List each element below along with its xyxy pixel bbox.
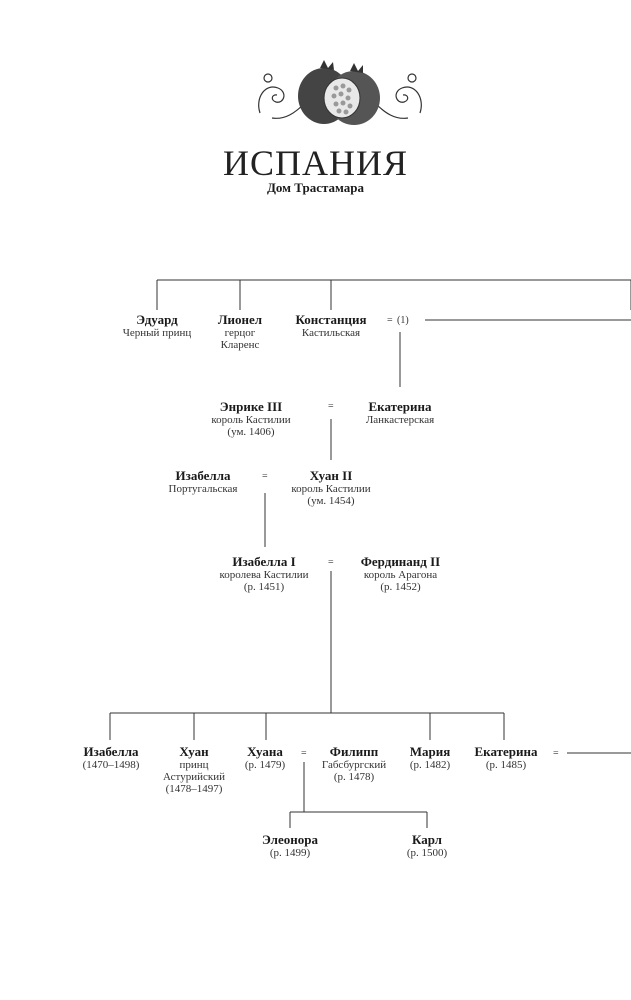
person-karl: Карл (р. 1500) [392, 832, 462, 859]
person-isabella-portugal: Изабелла Португальская [153, 468, 253, 495]
person-name: Констанция [295, 312, 367, 327]
person-name: Карл [412, 832, 442, 847]
person-eleonora: Элеонора (р. 1499) [245, 832, 335, 859]
page-subtitle: Дом Трастамара [266, 180, 365, 195]
person-name: Екатерина [368, 399, 432, 414]
person-name: Фердинанд II [360, 554, 441, 569]
person-name: Лионел [217, 312, 263, 327]
marriage-sign: = [387, 315, 393, 326]
person-name: Хуана [247, 744, 283, 759]
marriage-sign: = [262, 471, 268, 482]
person-maria: Мария (р. 1482) [398, 744, 462, 771]
person-name: Элеонора [262, 832, 318, 847]
person-name: Екатерина [474, 744, 538, 759]
person-enrique-iii: Энрике III король Кастилии (ум. 1406) [196, 399, 306, 438]
person-name: Изабелла I [232, 554, 296, 569]
person-name: Хуан [179, 744, 209, 759]
person-name: Энрике III [219, 399, 283, 414]
marriage-note: (1) [397, 315, 409, 326]
pomegranate-emblem-icon [258, 60, 422, 125]
marriage-sign: = [328, 401, 334, 412]
person-lionel: Лионел герцог Кларенс [195, 312, 285, 351]
person-ekaterina-child: Екатерина (р. 1485) [463, 744, 549, 771]
marriage-sign: = [553, 748, 559, 759]
person-name: Изабелла [175, 468, 231, 483]
person-juana: Хуана (р. 1479) [232, 744, 298, 771]
person-name: Изабелла [83, 744, 139, 759]
person-isabella-i: Изабелла I королева Кастилии (р. 1451) [204, 554, 324, 593]
page-title: ИСПАНИЯ [222, 143, 408, 183]
person-constance: Констанция Кастильская [281, 312, 381, 339]
person-ferdinand-ii: Фердинанд II король Арагона (р. 1452) [343, 554, 458, 593]
person-ekaterina-lancaster: Екатерина Ланкастерская [350, 399, 450, 426]
person-name: Эдуард [136, 312, 178, 327]
marriage-sign: = [328, 557, 334, 568]
person-name: Мария [409, 744, 451, 759]
marriage-sign: = [301, 748, 307, 759]
person-philipp: Филипп Габсбургский (р. 1478) [313, 744, 395, 783]
person-eduard: Эдуард Черный принц [107, 312, 207, 339]
person-name: Хуан II [309, 468, 353, 483]
person-juan-ii: Хуан II король Кастилии (ум. 1454) [276, 468, 386, 507]
person-isabella-child: Изабелла (1470–1498) [66, 744, 156, 771]
person-name: Филипп [329, 744, 379, 759]
person-juan-child: Хуан принц Астурийский (1478–1497) [152, 744, 236, 795]
